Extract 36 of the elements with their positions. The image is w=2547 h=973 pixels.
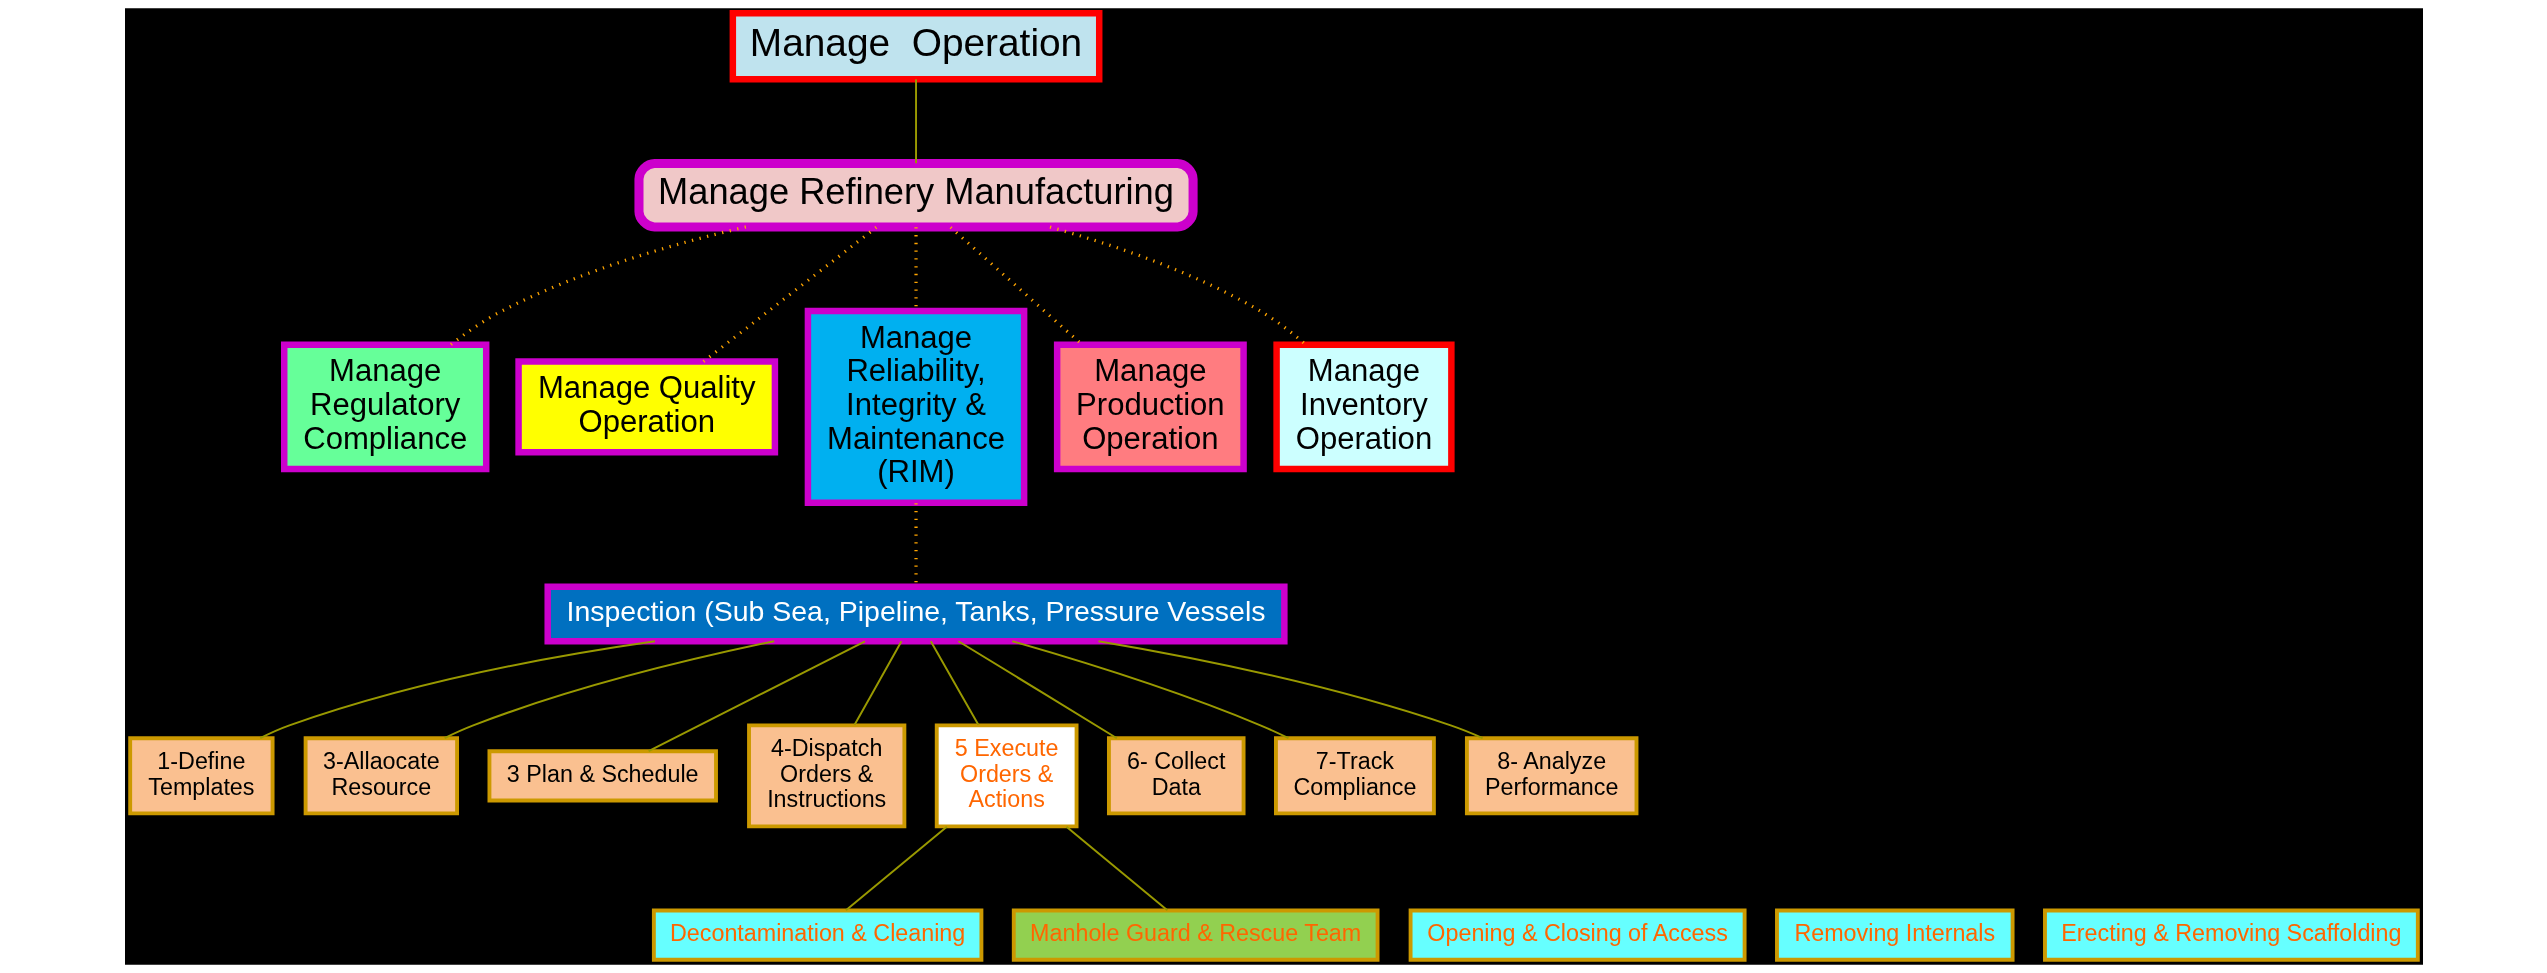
connector	[449, 225, 746, 346]
node-box: Manage Operation	[729, 10, 1102, 83]
connector	[844, 825, 948, 912]
connector	[949, 226, 1083, 346]
node-box: 6- Collect Data	[1106, 736, 1245, 816]
node-box: 4-Dispatch Orders & Instructions	[746, 723, 906, 829]
node-box: 5 Execute Orders & Actions	[934, 723, 1078, 829]
node-box: Manage Refinery Manufacturing	[633, 158, 1198, 232]
node-box: Decontamination & Cleaning	[651, 908, 983, 962]
node-box: Manage Inventory Operation	[1272, 341, 1455, 473]
node-box: Erecting & Removing Scaffolding	[2042, 908, 2420, 962]
node-box: Manage Reliability, Integrity & Maintenance (RIM)	[804, 307, 1027, 506]
connector	[929, 640, 979, 726]
node-box: 1-Define Templates	[127, 736, 275, 816]
node-box: 8- Analyze Performance	[1464, 736, 1638, 816]
connector	[1097, 640, 1484, 740]
connector	[702, 226, 877, 363]
connector	[258, 640, 656, 740]
connector	[853, 640, 902, 726]
node-box: 7-Track Compliance	[1273, 736, 1436, 816]
connector	[647, 640, 866, 753]
connector	[914, 78, 917, 165]
node-box: Manage Production Operation	[1053, 341, 1247, 473]
node-box: Inspection (Sub Sea, Pipeline, Tanks, Pressure Vessels	[543, 583, 1288, 645]
connector	[1065, 825, 1168, 912]
node-box: Manhole Guard & Rescue Team	[1011, 908, 1379, 962]
connector	[956, 640, 1118, 740]
node-box: Removing Internals	[1774, 908, 2015, 962]
node-box: 3 Plan & Schedule	[487, 749, 718, 803]
node-box: Manage Quality Operation	[514, 358, 778, 456]
node-box: Opening & Closing of Access	[1408, 908, 1747, 962]
connector	[443, 640, 775, 740]
connector	[1010, 640, 1289, 740]
node-box: Manage Regulatory Compliance	[280, 341, 489, 473]
node-box: 3-Allaocate Resource	[303, 736, 459, 816]
connector	[1049, 225, 1307, 346]
